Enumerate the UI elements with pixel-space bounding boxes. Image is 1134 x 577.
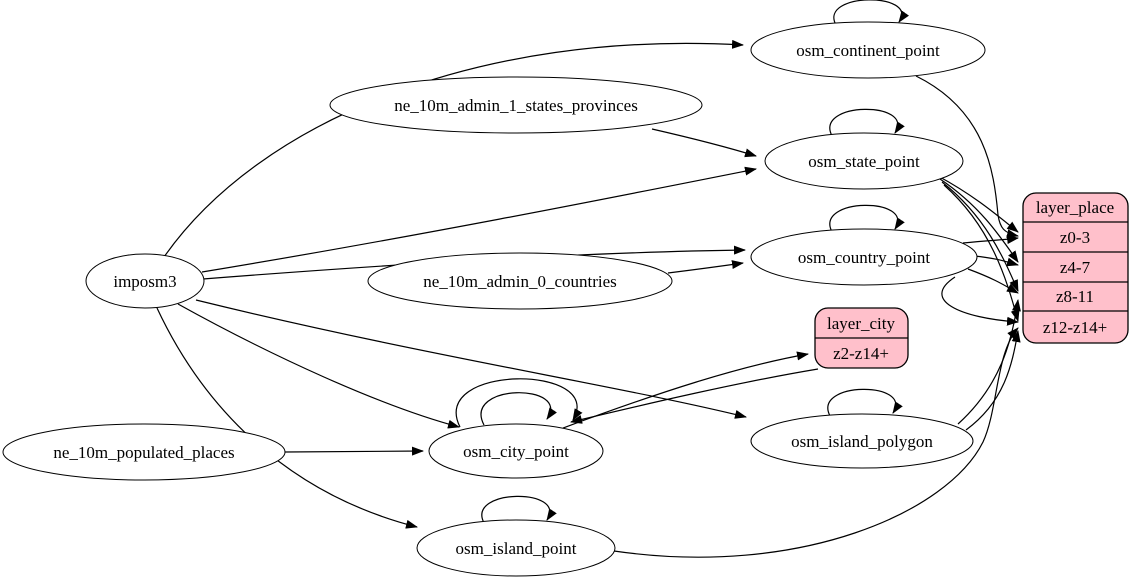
ne_10m_populated_places-label: ne_10m_populated_places <box>53 443 234 462</box>
ne_10m_admin_1_states_provinces-label: ne_10m_admin_1_states_provinces <box>394 96 638 115</box>
edge-osm_island_polygon-z12-z14 <box>965 330 1021 431</box>
edge-osm_state_point-z8-11 <box>941 181 1019 292</box>
node-ne_10m_admin_1_states_provinces: ne_10m_admin_1_states_provinces <box>329 76 703 134</box>
edge-osm_country_point-z0-3 <box>962 235 1019 245</box>
layer_place-shape <box>1022 192 1129 344</box>
ne_10m_populated_places-shape <box>2 423 286 481</box>
layer_city-title: layer_city <box>827 314 895 333</box>
selfloop-osm_state_point <box>829 108 905 137</box>
edge-imposm3-osm_island_polygon <box>195 299 747 419</box>
edge-osm_city_point-layer_city <box>562 351 809 429</box>
osm_city_point-shape <box>428 423 604 479</box>
ne_10m_admin_1_states_provinces-shape <box>329 76 703 134</box>
imposm3-shape <box>85 253 205 309</box>
node-osm_island_point: osm_island_point <box>416 519 616 577</box>
node-imposm3: imposm3 <box>85 253 205 309</box>
layer_place-row-z12-z14: z12-z14+ <box>1043 318 1107 337</box>
edge-osm_state_point-z0-3 <box>937 175 1019 233</box>
node-osm_continent_point: osm_continent_point <box>750 21 986 79</box>
node-osm_state_point: osm_state_point <box>764 132 964 190</box>
edge-imposm3-osm_state_point <box>201 166 757 273</box>
osm_state_point-shape <box>764 132 964 190</box>
node-osm_country_point: osm_country_point <box>750 228 978 286</box>
selfloop-osm_continent_point <box>833 0 909 26</box>
osm_island_point-shape <box>416 519 616 577</box>
layer_place-row-z8-11: z8-11 <box>1056 287 1094 306</box>
layer_place-row-z4-7: z4-7 <box>1060 258 1091 277</box>
edge-osm_country_point-z8-11 <box>967 268 1019 294</box>
imposm3-label: imposm3 <box>113 272 176 291</box>
osm_island_point-label: osm_island_point <box>456 539 577 558</box>
selfloop-osm_city_point-inner <box>480 392 557 426</box>
node-ne_10m_admin_0_countries: ne_10m_admin_0_countries <box>367 252 673 310</box>
edge-osm_state_point-z4-7 <box>939 178 1019 263</box>
layer_place-row-z0-3: z0-3 <box>1060 228 1090 247</box>
selfloop-osm_island_polygon <box>827 388 903 417</box>
selfloop-osm_city_point-outer <box>455 378 583 428</box>
layer_city-row-z2-z14: z2-z14+ <box>833 344 889 363</box>
osm_island_polygon-label: osm_island_polygon <box>791 432 933 451</box>
osm_island_polygon-shape <box>750 413 974 469</box>
edge-ne_10m_populated_places-osm_city_point <box>284 446 424 456</box>
edge-osm_country_point-z4-7 <box>973 255 1019 267</box>
edge-imposm3-osm_city_point <box>177 303 460 429</box>
ne_10m_admin_0_countries-shape <box>367 252 673 310</box>
osm_country_point-label: osm_country_point <box>798 248 930 267</box>
edge-ne_10m_admin_1_states_provinces-osm_state_point <box>651 128 757 158</box>
osm_state_point-label: osm_state_point <box>808 152 920 171</box>
record-layer_place: layer_place z0-3 z4-7 z8-11 z12-z14+ <box>1022 192 1129 344</box>
osm_country_point-shape <box>750 228 978 286</box>
osm_continent_point-label: osm_continent_point <box>796 41 940 60</box>
edge-osm_country_point-z12-z14 <box>941 276 1019 326</box>
node-osm_city_point: osm_city_point <box>428 423 604 479</box>
node-osm_island_polygon: osm_island_polygon <box>750 413 974 469</box>
ne_10m_admin_0_countries-label: ne_10m_admin_0_countries <box>423 272 617 291</box>
edge-osm_island_point-z12-z14 <box>613 327 1019 558</box>
edge-imposm3-osm_continent_point <box>163 39 744 258</box>
osm_continent_point-shape <box>750 21 986 79</box>
node-ne_10m_populated_places: ne_10m_populated_places <box>2 423 286 481</box>
record-layer_city: layer_city z2-z14+ <box>814 307 909 369</box>
layer_place-title: layer_place <box>1036 198 1114 217</box>
edge-osm_continent_point-z0-3 <box>915 75 1019 239</box>
edge-layer_city-osm_city_point <box>570 368 819 424</box>
selfloop-osm_country_point <box>829 204 905 233</box>
selfloop-osm_island_point <box>481 495 557 524</box>
osm_city_point-label: osm_city_point <box>463 442 569 461</box>
edge-ne_10m_admin_0_countries-osm_country_point <box>667 260 744 274</box>
